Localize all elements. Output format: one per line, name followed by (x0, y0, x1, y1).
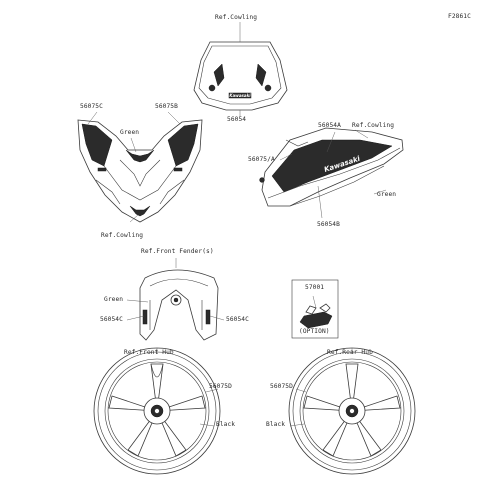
windshield-brand-text: Kawasaki (229, 93, 251, 98)
front-fender (139, 269, 219, 341)
side-cowl-top-label: 56054A (318, 122, 341, 129)
side-cowl-color-label: Green (377, 191, 397, 198)
windshield-ref-label: Ref.Cowling (215, 14, 258, 21)
fender-color-leader (126, 299, 149, 303)
side-cowl-ref-label: Ref.Cowling (352, 122, 395, 129)
side-cowl-bottom-leader (317, 185, 323, 219)
front-cowl-ref-leader (129, 214, 139, 223)
rear-wheel (288, 347, 416, 475)
front-wheel-part-leader (205, 388, 219, 393)
front-cowl (77, 119, 203, 223)
front-cowl-left-leader (87, 111, 98, 125)
front-wheel (93, 347, 221, 475)
windshield-brand-decal (228, 92, 252, 99)
windshield-part-label: 56054 (227, 116, 247, 123)
option-part-leader (312, 295, 317, 309)
option-caption: (OPTION) (299, 328, 330, 335)
front-wheel-color-label: Black (216, 421, 236, 428)
front-wheel-ref-label: Ref.Front Hub (124, 349, 174, 356)
figure-code: F2861C (448, 13, 471, 20)
fender-right-label: 56054C (226, 316, 249, 323)
side-cowl-left-label: 56075/A (248, 156, 275, 163)
front-cowl-color-leader (130, 137, 137, 153)
rear-wheel-color-leader (289, 423, 305, 427)
windshield: Kawasaki (193, 41, 288, 111)
fender-left-leader (126, 315, 145, 321)
side-cowl-left-leader (279, 153, 293, 161)
front-wheel-color-leader (199, 423, 215, 427)
front-cowl-ref-label: Ref.Cowling (101, 232, 144, 239)
rear-wheel-part-leader (295, 388, 307, 393)
rear-wheel-color-label: Black (266, 421, 286, 428)
front-cowl-right-leader (167, 111, 181, 125)
front-cowl-right-label: 56075B (155, 103, 178, 110)
side-cowl-ref-leader (354, 129, 369, 139)
fender-color-label: Green (104, 296, 124, 303)
option-box (291, 279, 339, 339)
fender-decal-left (142, 309, 148, 325)
fender-right-leader (209, 315, 225, 321)
side-cowl-top-leader (326, 131, 336, 153)
side-cowl-color-leader (373, 189, 387, 195)
fender-ref-label: Ref.Front Fender(s) (141, 248, 214, 255)
fender-decal-right (205, 309, 211, 325)
side-cowl-bottom-label: 56054B (317, 221, 340, 228)
rear-wheel-part-label: 56075D (270, 383, 293, 390)
front-cowl-left-label: 56075C (80, 103, 103, 110)
option-part-label: 57001 (305, 284, 325, 291)
side-cowl: Kawasaki (259, 127, 404, 207)
rear-wheel-ref-label: Ref.Rear Hub (327, 349, 373, 356)
front-wheel-part-label: 56075D (209, 383, 232, 390)
front-cowl-color-label: Green (120, 129, 140, 136)
fender-left-label: 56054C (100, 316, 123, 323)
